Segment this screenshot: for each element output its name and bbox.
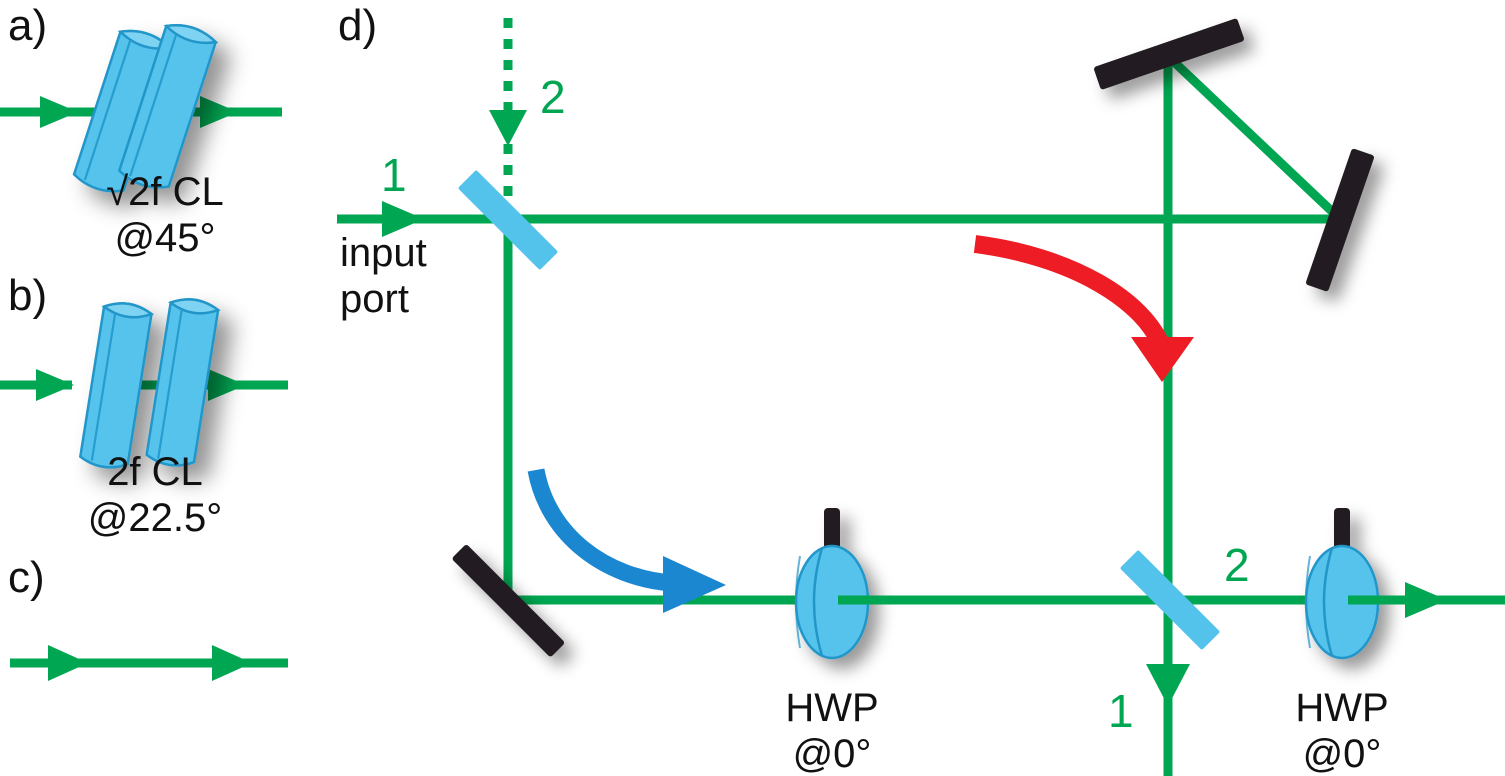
panel-b-graphic: [0, 298, 288, 469]
panel-a-letter: a): [8, 1, 48, 50]
arrowhead-output-right: [1405, 582, 1447, 618]
blue-curved-arrow: [527, 468, 726, 613]
hwp-left-stem: [824, 508, 840, 552]
panel-a-caption-line2: @45°: [114, 216, 216, 260]
panel-a-graphic: [0, 24, 282, 193]
output-number-right: 2: [1224, 539, 1250, 591]
hwp-right-caption-line1: HWP: [1295, 686, 1389, 730]
mirror-bottom-left: [452, 544, 565, 657]
panel-d-graphic: [337, 18, 1505, 776]
beam-arrowheads: [382, 110, 1447, 706]
output-number-down: 1: [1108, 685, 1134, 737]
hwp-right-stem: [1334, 508, 1350, 552]
panel-b-caption-line1: 2f CL: [107, 450, 203, 494]
panel-c-graphic: [10, 645, 288, 681]
hwp-left-caption-line1: HWP: [785, 686, 879, 730]
half-wave-plate-left: [794, 508, 870, 660]
panel-a-caption-line1: √2f CL: [106, 170, 224, 214]
hwp-right-caption-line2: @0°: [1302, 732, 1382, 776]
input-port-label-line2: port: [340, 277, 409, 321]
beamsplitters: [458, 170, 1220, 650]
input-port-number-2: 2: [540, 71, 566, 123]
hwp-left-caption-line2: @0°: [792, 732, 872, 776]
panel-b-letter: b): [8, 271, 48, 320]
arrowhead-input: [382, 201, 424, 237]
panel-b-caption-line2: @22.5°: [87, 496, 223, 540]
panel-c-letter: c): [8, 553, 45, 602]
output-beamsplitter: [1120, 550, 1220, 650]
mirror-right: [1306, 148, 1374, 292]
panel-d-letter: d): [338, 1, 378, 50]
panel-a-cylindrical-lenses: [72, 24, 219, 193]
mirrors: [452, 18, 1374, 657]
input-beamsplitter: [458, 170, 558, 270]
half-wave-plate-right: [1304, 508, 1380, 660]
beam-top-diagonal: [1168, 56, 1344, 223]
mirror-top: [1094, 18, 1244, 90]
input-port-number-1: 1: [381, 149, 407, 201]
panel-b-beam: [0, 369, 288, 401]
panel-b-cylindrical-lenses: [78, 298, 221, 469]
red-curved-arrow: [973, 235, 1194, 382]
input-port-label-line1: input: [340, 231, 427, 275]
arrowhead-output-down: [1146, 664, 1190, 706]
